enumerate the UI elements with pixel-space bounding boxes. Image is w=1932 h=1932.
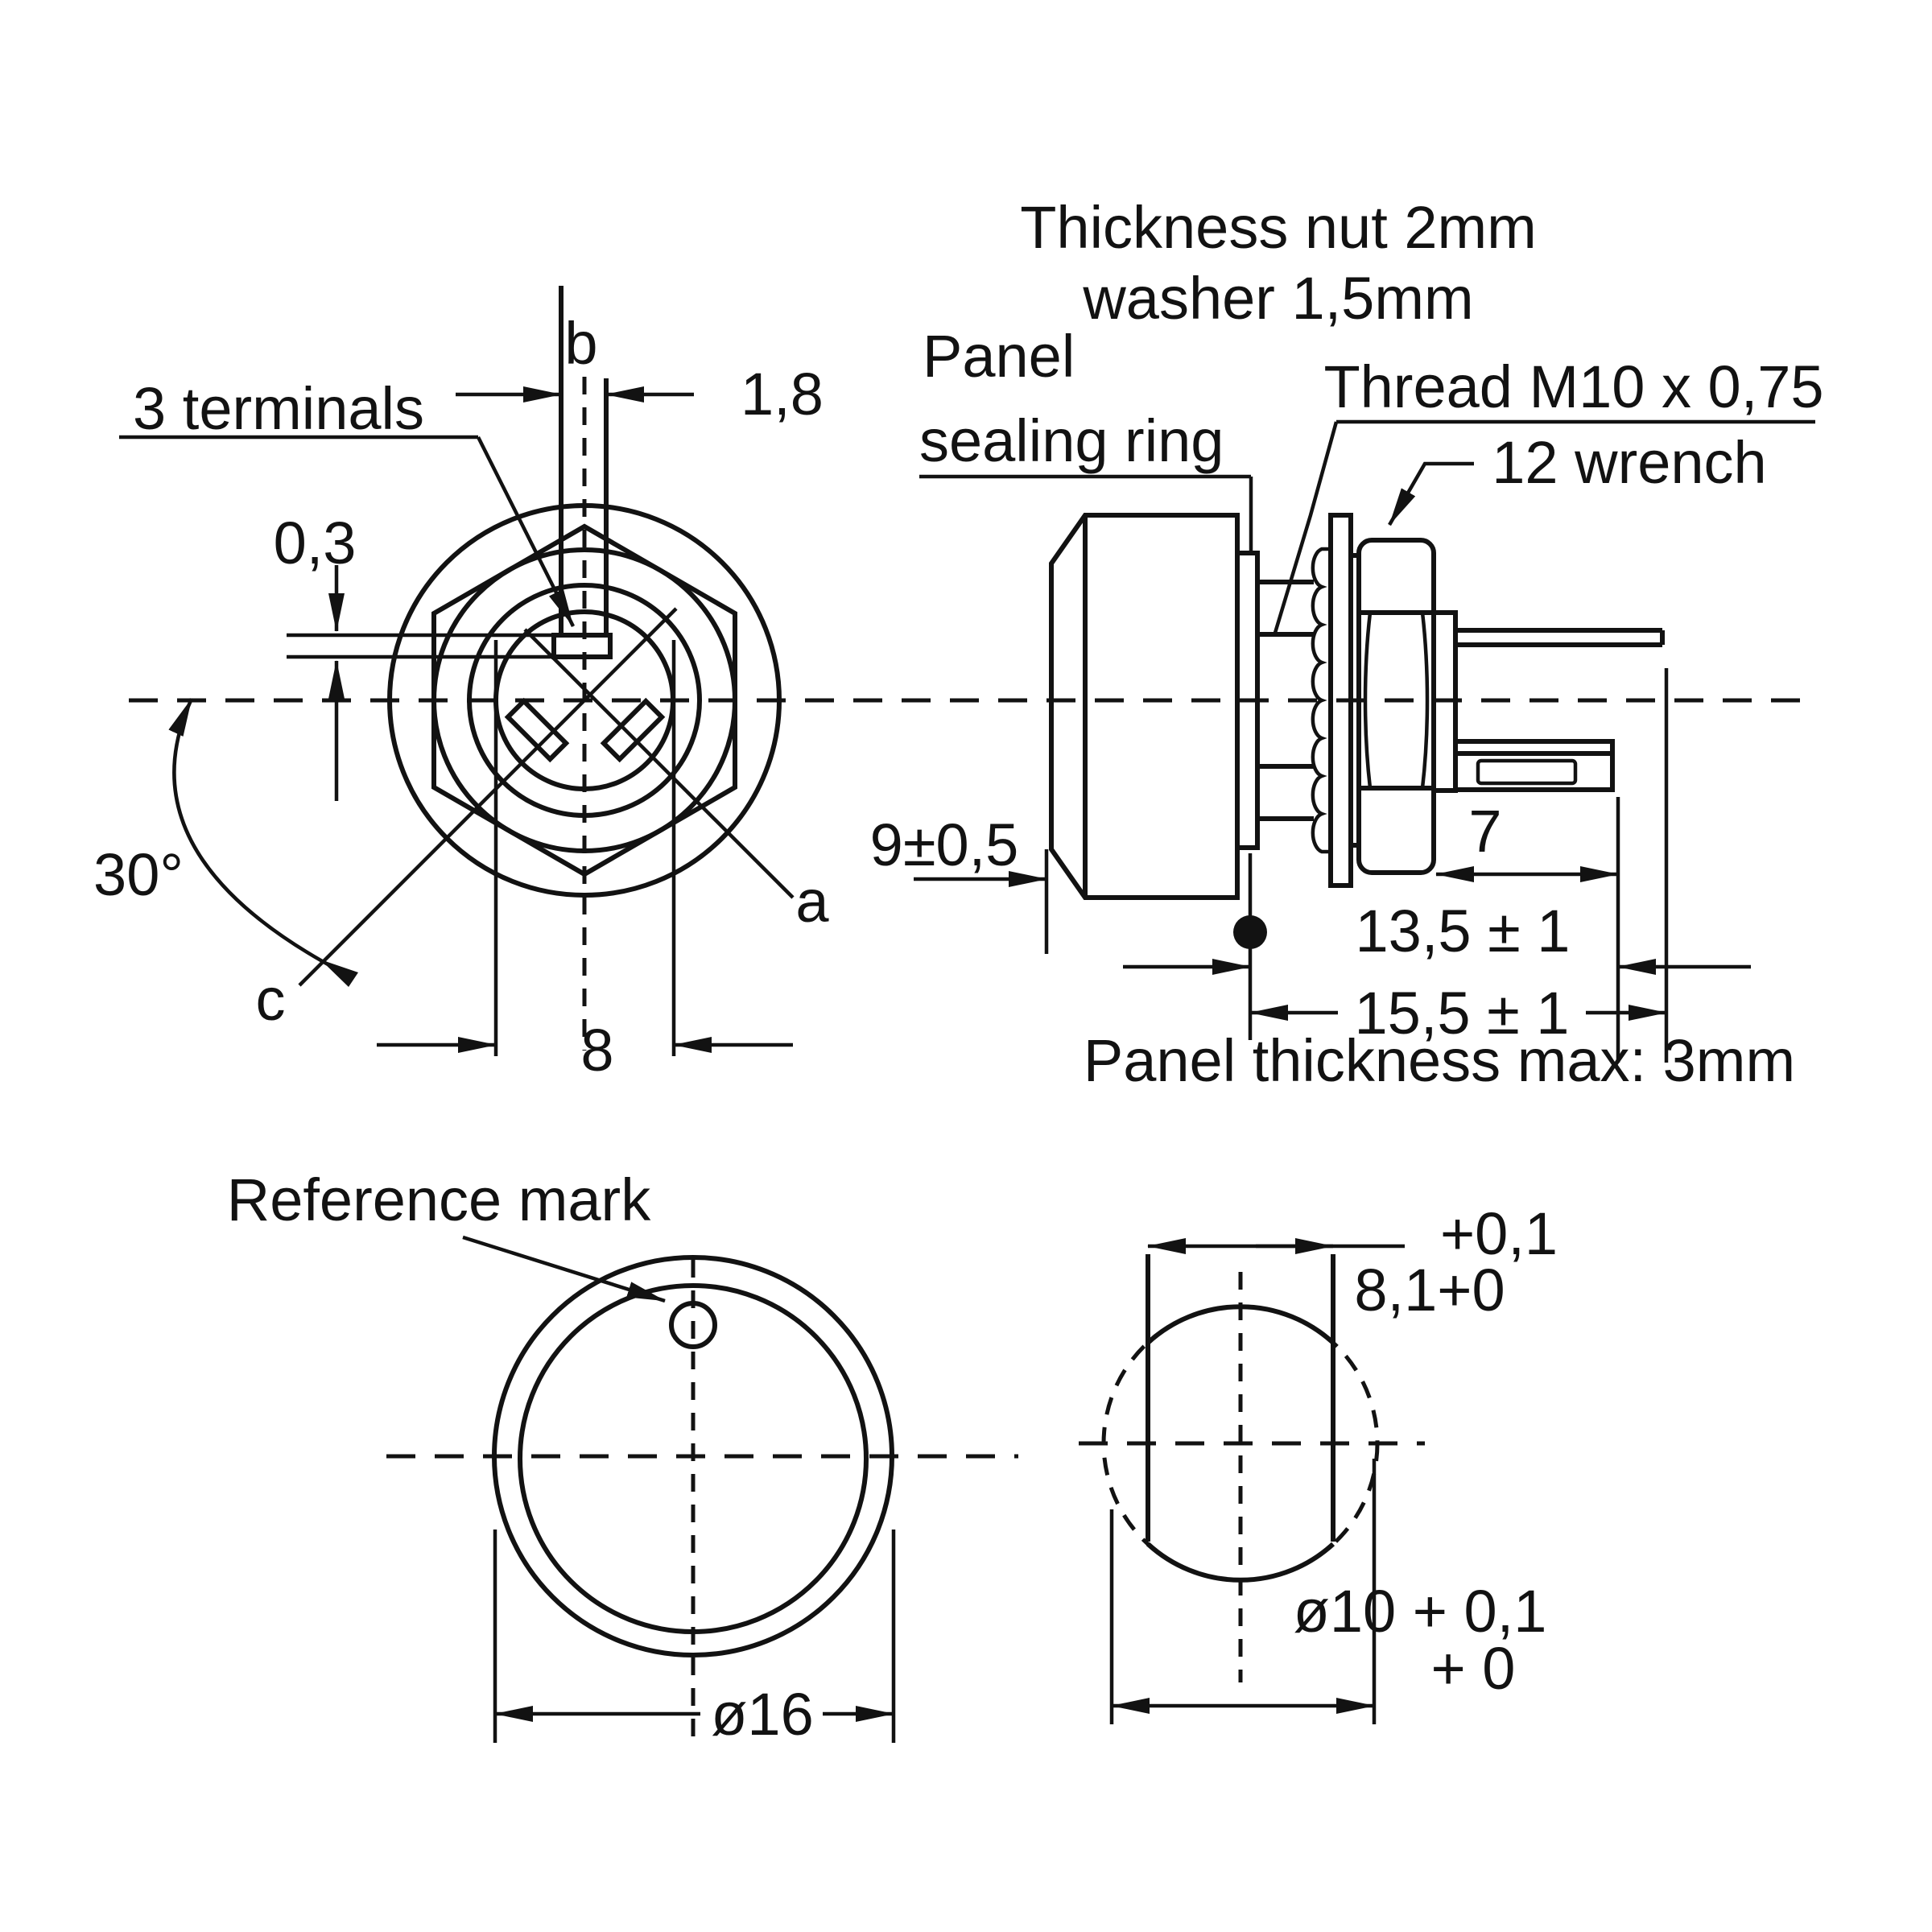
knob-inner-circle (518, 1283, 869, 1634)
terminal-slot (1476, 758, 1578, 786)
label-panel-line1: Panel (923, 323, 1075, 390)
reference-mark-leader (462, 1235, 666, 1303)
terminal-a (600, 697, 666, 763)
dim-135-label: 13,5 ± 1 (1356, 898, 1571, 964)
dim-81-tol-label: +0,1 (1440, 1200, 1558, 1267)
knob-view: Reference mark ø16 (227, 1166, 1018, 1748)
dim-0-3-label: 0,3 (274, 510, 357, 576)
nut-profile (1356, 538, 1436, 875)
dim-30deg-label: 30° (93, 841, 184, 908)
body-outline (1049, 513, 1240, 900)
label-reference-mark: Reference mark (227, 1166, 651, 1233)
dim-7-label: 7 (1468, 798, 1501, 865)
dim-d10-tol-label: + 0 (1431, 1635, 1516, 1702)
terminal-b (551, 633, 613, 659)
sealing-ring-collar (1237, 551, 1260, 850)
nut-facet-curve-left (1363, 612, 1373, 789)
knob-outer-circle (492, 1255, 894, 1657)
terminal-strip (1455, 739, 1615, 792)
label-c: c (256, 966, 286, 1033)
dim-8-label: 8 (580, 1017, 613, 1084)
thread-leader (1273, 421, 1339, 634)
dim-d16-label: ø16 (711, 1681, 814, 1748)
body-outer-circle (387, 503, 782, 898)
dim-9-label: 9±0,5 (870, 811, 1019, 878)
note-thickness-nut: Thickness nut 2mm (1020, 194, 1537, 261)
label-a: a (795, 868, 829, 935)
terminal-c (504, 697, 570, 763)
hex-nut-outline (431, 523, 737, 877)
washer-circle (467, 583, 702, 818)
panel-ref-dot (1233, 915, 1267, 949)
wrench-leader-arrow (1388, 461, 1474, 526)
front-view: 0,3 c a 30° b 1,8 3 terminals 8 (93, 286, 829, 1084)
axis-line-c (298, 607, 678, 987)
cutout-bottom-arc (1146, 1542, 1335, 1583)
axis-line-a (523, 628, 795, 899)
label-b: b (564, 310, 597, 377)
note-panel-thickness: Panel thickness max: 3mm (1084, 1027, 1795, 1094)
dim-1-8-label: 1,8 (741, 361, 824, 427)
dim-81-label: 8,1+0 (1354, 1257, 1505, 1323)
label-panel-line2: sealing ring (919, 407, 1224, 474)
rear-boss (1431, 610, 1458, 793)
label-thread: Thread M10 x 0,75 (1323, 353, 1823, 420)
dim-155-label: 15,5 ± 1 (1355, 980, 1570, 1046)
label-3-terminals: 3 terminals (133, 375, 424, 442)
note-washer: washer 1,5mm (1082, 265, 1473, 332)
reference-mark-circle (669, 1301, 717, 1349)
cutout-view: +0,1 8,1+0 ø10 + 0,1 + 0 (1079, 1200, 1558, 1724)
angle-arc (168, 698, 340, 972)
nut-facet-curve-right (1420, 612, 1430, 789)
dim-d10-label: ø10 + 0,1 (1294, 1578, 1547, 1645)
label-12-wrench: 12 wrench (1492, 429, 1766, 496)
side-view: Thickness nut 2mm washer 1,5mm Panel sea… (870, 194, 1824, 1094)
angle-arc-lower-arrowhead (320, 960, 358, 987)
cutout-top-arc (1146, 1304, 1335, 1345)
thread-scallops (1311, 547, 1331, 854)
terminals-leader (476, 436, 576, 628)
